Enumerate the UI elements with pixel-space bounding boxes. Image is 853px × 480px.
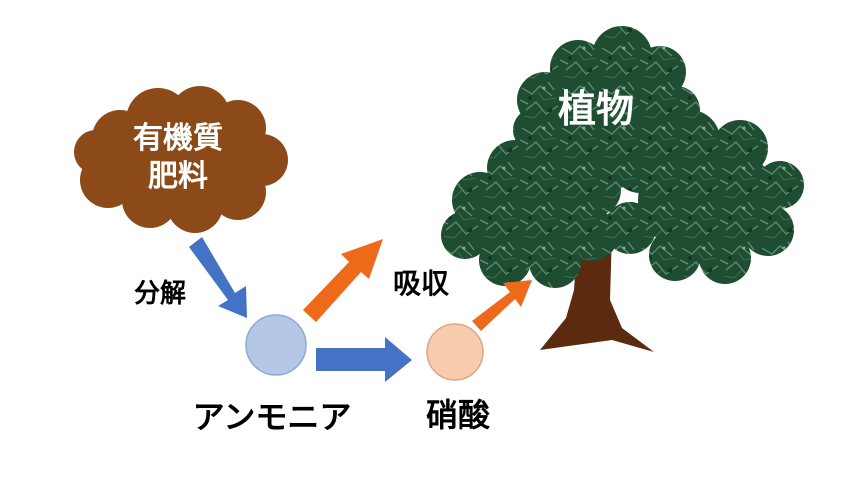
- nitrate-absorption-arrow: [472, 280, 532, 331]
- nitrification-arrow: [316, 337, 412, 382]
- fertilizer-label-line1: 有機質: [133, 121, 223, 156]
- tree-trunk: [540, 232, 654, 352]
- fertilizer-label-line2: 肥料: [148, 159, 208, 194]
- ammonia-absorption-arrow: [303, 239, 383, 322]
- ammonia-label: アンモニア: [193, 398, 352, 436]
- nitrate-circle: [426, 323, 484, 381]
- cloud-shape: [74, 86, 288, 233]
- plant-label: 植物: [558, 87, 634, 131]
- absorption-label: 吸収: [393, 267, 450, 300]
- decomposition-arrow: [189, 237, 247, 318]
- nitrate-label: 硝酸: [426, 396, 491, 434]
- tree-canopy: [441, 26, 804, 288]
- decomposition-label: 分解: [134, 279, 186, 309]
- plant-tree: 植物: [441, 26, 804, 352]
- organic-fertilizer-cloud: 有機質 肥料: [74, 86, 288, 233]
- ammonia-circle: [245, 314, 307, 376]
